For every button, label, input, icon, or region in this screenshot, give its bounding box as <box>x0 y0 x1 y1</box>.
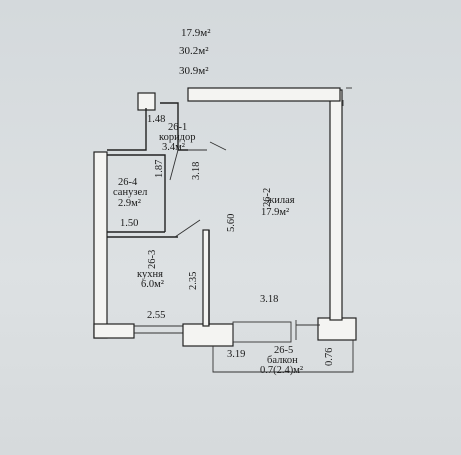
right-bottom-pier <box>317 317 357 341</box>
center-pier <box>182 323 234 347</box>
corridor-name: коридор <box>159 132 196 143</box>
bathroom-name: санузел <box>113 187 147 198</box>
dim-1-48: 1.48 <box>147 114 165 125</box>
corridor-top-block <box>137 92 156 111</box>
header-area-living: 17.9м² <box>181 27 211 39</box>
living-name: жилая <box>266 195 295 206</box>
bathroom-walls <box>107 154 166 232</box>
balcony-outline <box>212 340 354 373</box>
kitchen-bottom-wall-left <box>93 323 135 339</box>
kitchen-number: 26-3 <box>147 250 158 269</box>
left-exterior-wall <box>93 151 108 339</box>
bathroom-area: 2.9м² <box>118 198 141 209</box>
header-area-total: 30.9м² <box>179 65 209 77</box>
dim-2-55: 2.55 <box>147 310 165 321</box>
dim-1-87: 1.87 <box>154 160 165 178</box>
balcony-name: балкон <box>267 355 298 366</box>
corridor-area: 3.4м² <box>162 142 185 153</box>
bathroom-number: 26-4 <box>118 177 138 188</box>
top-exterior-wall <box>187 87 341 102</box>
dim-3-18-vertical: 3.18 <box>191 162 202 180</box>
living-area: 17.9м² <box>261 207 289 218</box>
dim-2-35: 2.35 <box>188 272 199 290</box>
corridor-left-wall <box>107 108 147 151</box>
dim-0-76: 0.76 <box>324 348 335 366</box>
dim-3-19: 3.19 <box>227 349 245 360</box>
dim-5-60: 5.60 <box>226 214 237 232</box>
balcony-number: 26-5 <box>274 345 293 356</box>
kitchen-door-swing <box>174 219 201 238</box>
kitchen-living-partition <box>202 229 210 327</box>
header-area-living-total: 30.2м² <box>179 45 209 57</box>
kitchen-area: 6.0м² <box>141 279 164 290</box>
right-exterior-wall <box>329 89 343 321</box>
kitchen-name: кухня <box>137 269 163 280</box>
living-door-swing <box>209 141 227 151</box>
balcony-door-frame <box>232 321 292 343</box>
balcony-area: 0.7(2.4)м² <box>260 365 303 376</box>
corridor-right-wall <box>160 102 188 151</box>
corridor-number: 26-1 <box>168 122 187 133</box>
dim-3-18-horizontal: 3.18 <box>260 294 278 305</box>
door-swing <box>169 149 179 181</box>
dim-1-50: 1.50 <box>120 218 138 229</box>
living-number: 26-2 <box>262 188 273 207</box>
